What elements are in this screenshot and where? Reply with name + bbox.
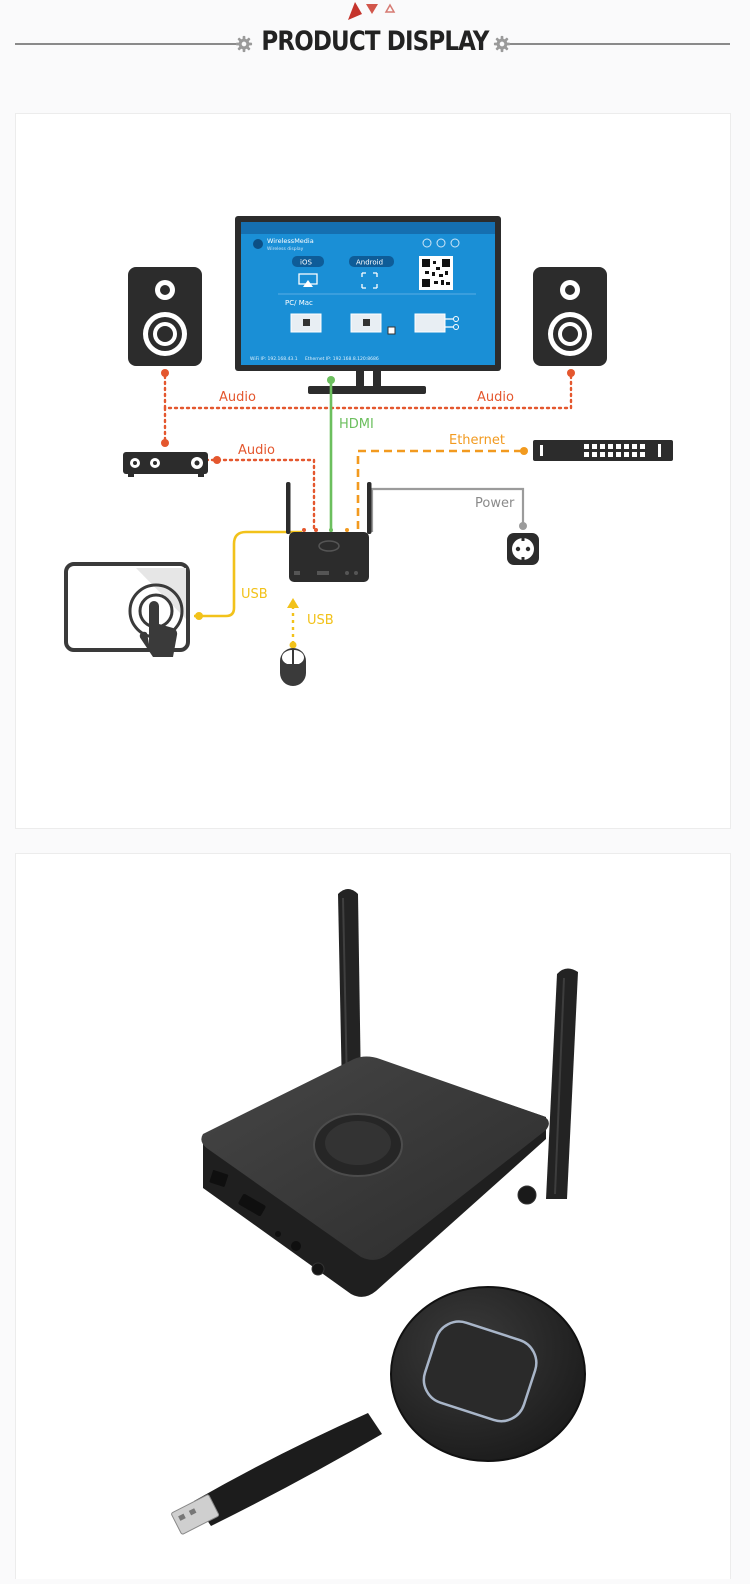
audio-label-right: Audio <box>477 390 514 405</box>
screen-app-name: WirelessMedia <box>267 237 314 245</box>
gear-icon <box>235 35 253 53</box>
divider-left <box>15 43 237 45</box>
mouse-icon <box>280 648 306 686</box>
divider-right <box>510 43 730 45</box>
antenna-left <box>338 889 361 1092</box>
speaker-left-icon <box>128 267 202 366</box>
page-title: PRODUCT DISPLAY <box>261 26 489 57</box>
ethernet-label: Ethernet <box>449 433 505 448</box>
amplifier-icon <box>123 452 208 477</box>
product-photo <box>171 889 586 1535</box>
hdmi-label: HDMI <box>339 417 374 432</box>
screen-android-label: Android <box>356 259 383 267</box>
section-header: PRODUCT DISPLAY <box>0 0 750 90</box>
audio-label-mid: Audio <box>238 443 275 458</box>
screen-pc-mac-label: PC/ Mac <box>285 299 313 307</box>
antenna-right <box>517 968 578 1205</box>
speaker-right-icon <box>533 267 607 366</box>
touch-screen-icon <box>64 562 190 657</box>
usb-label-touch: USB <box>241 587 268 602</box>
connection-diagram: WirelessMedia Wireless display iOS Andro… <box>64 216 673 686</box>
power-socket-icon <box>507 533 539 565</box>
product-photo-panel <box>15 853 731 1579</box>
red-triangles-icon <box>348 2 396 20</box>
receiver-box <box>201 1056 549 1297</box>
screen-footer-left: WiFi IP: 192.168.43.1 <box>250 356 298 362</box>
screen-app-sub: Wireless display <box>267 246 304 252</box>
network-switch-icon <box>533 440 673 461</box>
usb-dongle <box>171 1286 586 1535</box>
gear-icon <box>493 35 511 53</box>
screen-ios-label: iOS <box>300 259 312 267</box>
connection-diagram-panel: WirelessMedia Wireless display iOS Andro… <box>15 113 731 829</box>
audio-label-left: Audio <box>219 390 256 405</box>
power-label: Power <box>475 496 515 511</box>
monitor-icon: WirelessMedia Wireless display iOS Andro… <box>235 216 501 394</box>
receiver-box-icon <box>286 482 372 582</box>
screen-footer-right: Ethernet IP: 192.168.8.120:8686 <box>305 356 379 362</box>
usb-label-mouse: USB <box>307 613 334 628</box>
